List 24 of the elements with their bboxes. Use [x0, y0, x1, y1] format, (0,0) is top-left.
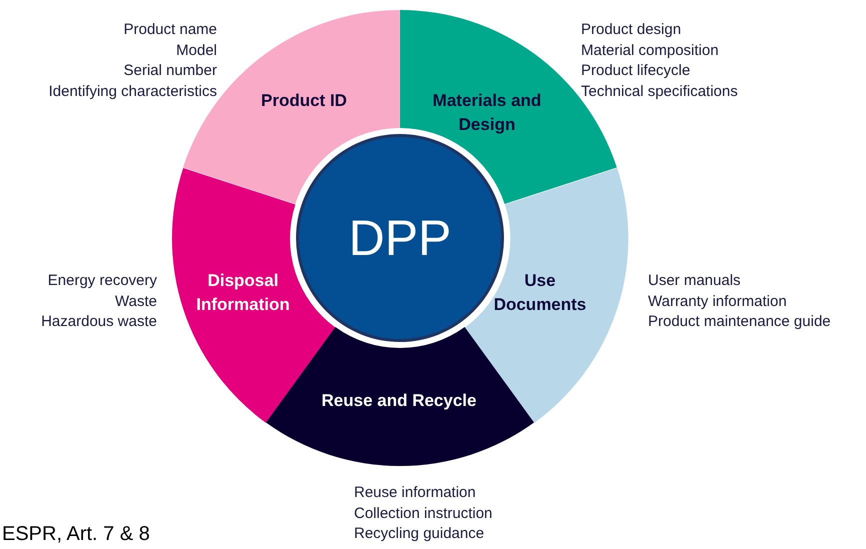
segment-title: Use Documents	[492, 270, 588, 316]
list-item: Reuse information	[354, 483, 476, 503]
list-item: Collection instruction	[354, 504, 492, 524]
list-item: User manuals	[648, 271, 741, 291]
list-item: Product lifecycle	[581, 61, 690, 81]
segment-title: Product ID	[260, 90, 348, 112]
list-item: Product maintenance guide	[648, 312, 831, 332]
list-item: Product design	[581, 20, 682, 40]
segment-title: Materials and Design	[432, 90, 542, 136]
list-item: Energy recovery	[48, 271, 157, 291]
list-item: Recycling guidance	[354, 524, 484, 544]
list-item: Hazardous waste	[41, 312, 157, 332]
list-item: Product name	[124, 20, 217, 40]
list-item: Waste	[115, 292, 157, 312]
center-title: DPP	[348, 210, 452, 266]
list-item: Identifying characteristics	[48, 82, 217, 102]
segment-title: Reuse and Recycle	[320, 390, 478, 412]
list-item: Model	[176, 40, 217, 60]
list-item: Technical specifications	[581, 82, 738, 102]
list-item: Serial number	[124, 61, 217, 81]
source-note: ESPR, Art. 7 & 8	[2, 522, 150, 546]
segment-title: Disposal Information	[195, 270, 291, 316]
list-item: Material composition	[581, 40, 719, 60]
list-item: Warranty information	[648, 292, 787, 312]
